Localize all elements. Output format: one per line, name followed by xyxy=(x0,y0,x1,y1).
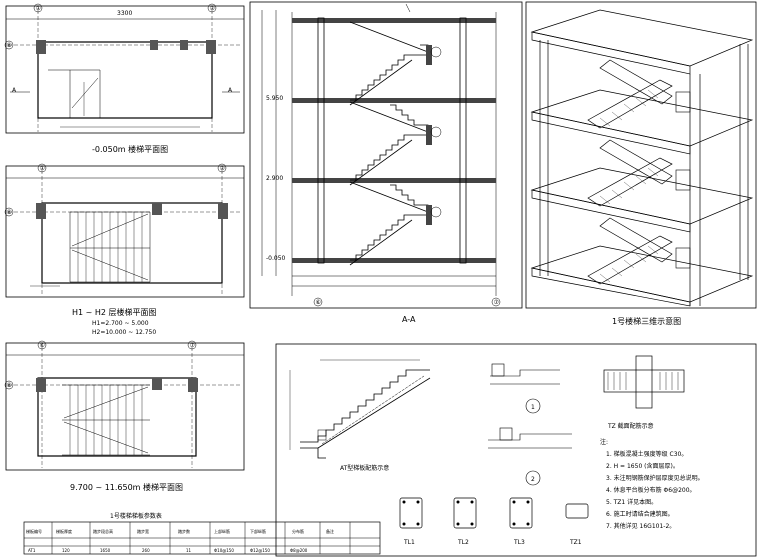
grid-label: ② xyxy=(220,165,226,172)
section-title: A-A xyxy=(402,315,416,324)
grid-bubble xyxy=(37,340,47,350)
table-header: 上部纵筋 xyxy=(214,528,230,534)
plan2-title: H1 ~ H2 层楼梯平面图 xyxy=(72,307,157,317)
grid-bubble xyxy=(217,163,227,173)
table-cell: AT1 xyxy=(28,548,36,553)
grid-label: ② xyxy=(210,5,216,12)
beam-label: TL1 xyxy=(403,539,415,546)
grid-bubble xyxy=(207,3,217,13)
grid-label: ⑥ xyxy=(316,299,321,306)
grid-label: ① xyxy=(36,5,41,12)
detail-label: 2 xyxy=(531,476,535,483)
plan-view-1: ① ② ⑧ 3300 xyxy=(4,3,245,134)
detail-bubble xyxy=(525,398,541,414)
grid-label: ⑧ xyxy=(7,209,12,216)
plan3-title: 9.700 ~ 11.650m 楼梯平面图 xyxy=(70,482,183,492)
dimension-text: 3300 xyxy=(117,10,132,17)
plan2-subtitle: H2=10.000 ~ 12.750 xyxy=(92,329,156,336)
table-header: 下部纵筋 xyxy=(250,528,266,534)
table-header: 踏步数 xyxy=(178,528,190,534)
table-cell: 260 xyxy=(142,548,150,553)
detail-bubble xyxy=(525,470,541,486)
note-line: 5. TZ1 详见本图。 xyxy=(606,498,657,506)
note-line: 7. 其他详见 16G101-2。 xyxy=(606,522,675,530)
note-line: 3. 未注明钢筋保护层厚度见总说明。 xyxy=(606,474,704,482)
table-header: 分布筋 xyxy=(292,528,304,534)
note-line: 1. 梯板混凝土强度等级 C30。 xyxy=(606,450,687,458)
level-mark: 5.950 xyxy=(266,95,283,102)
plan-view-2: ① ② ⑧ xyxy=(4,163,245,298)
plan1-title: -0.050m 楼梯平面图 xyxy=(92,144,168,154)
table-title: 1号楼梯梯板参数表 xyxy=(110,512,162,520)
table-header: 踏步宽 xyxy=(137,528,149,534)
tz-title: TZ 截面配筋示意 xyxy=(607,422,654,430)
level-mark: 2.900 xyxy=(266,175,283,182)
table-header: 梯板厚度 xyxy=(56,528,72,534)
parameter-table: 1号楼梯梯板参数表 梯板编号 梯板厚度 踏步段总高 踏步宽 踏步数 上部纵筋 下… xyxy=(23,512,381,555)
stair-reinforcement-detail: AT型梯板配筋示意 1 2 TL1 TL2 TL xyxy=(275,343,757,557)
grid-bubble xyxy=(4,380,14,390)
table-cell: 11 xyxy=(186,548,192,553)
table-cell: 1650 xyxy=(100,548,111,553)
section-marker: A xyxy=(228,87,233,94)
level-mark: -0.050 xyxy=(266,255,286,262)
beam-label: TL2 xyxy=(457,539,469,546)
table-cell: Φ10@150 xyxy=(214,548,234,553)
grid-bubble xyxy=(313,297,323,307)
view3d-title: 1号楼梯三维示意图 xyxy=(612,316,681,326)
grid-bubble xyxy=(187,340,197,350)
plan2-subtitle: H1=2.700 ~ 5.000 xyxy=(92,320,149,327)
grid-label: ① xyxy=(40,165,45,172)
grid-bubble xyxy=(491,297,501,307)
plan-view-3: ⑥ ⑦ ⑧ xyxy=(4,340,245,471)
grid-bubble xyxy=(4,40,14,50)
table-header: 梯板编号 xyxy=(26,528,42,534)
note-line: 6. 施工时请结合建筑图。 xyxy=(606,510,674,518)
detail-label: 1 xyxy=(531,404,535,411)
grid-bubble xyxy=(33,3,43,13)
table-cell: 120 xyxy=(62,548,70,553)
stair-detail-title: AT型梯板配筋示意 xyxy=(340,464,389,472)
grid-label: ⑥ xyxy=(40,342,45,349)
grid-label: ⑦ xyxy=(190,342,196,349)
grid-bubble xyxy=(4,207,14,217)
isometric-view xyxy=(525,1,757,309)
grid-label: ⑦ xyxy=(494,299,500,306)
beam-label: TL3 xyxy=(513,539,525,546)
table-header: 备注 xyxy=(326,528,334,534)
grid-label: ⑧ xyxy=(7,382,12,389)
section-view: 5.950 2.900 -0.050 ⑥ ⑦ xyxy=(249,1,523,309)
beam-label: TZ1 xyxy=(569,539,582,546)
note-line: 2. H = 1650 (含面层厚)。 xyxy=(606,462,679,470)
table-cell: Φ8@200 xyxy=(290,548,308,553)
notes-title: 注: xyxy=(600,438,608,446)
note-line: 4. 休息平台板分布筋 Φ6@200。 xyxy=(606,486,696,494)
section-marker: A xyxy=(12,87,17,94)
table-cell: Φ12@150 xyxy=(250,548,270,553)
grid-bubble xyxy=(37,163,47,173)
grid-label: ⑧ xyxy=(7,42,12,49)
table-header: 踏步段总高 xyxy=(93,528,113,534)
